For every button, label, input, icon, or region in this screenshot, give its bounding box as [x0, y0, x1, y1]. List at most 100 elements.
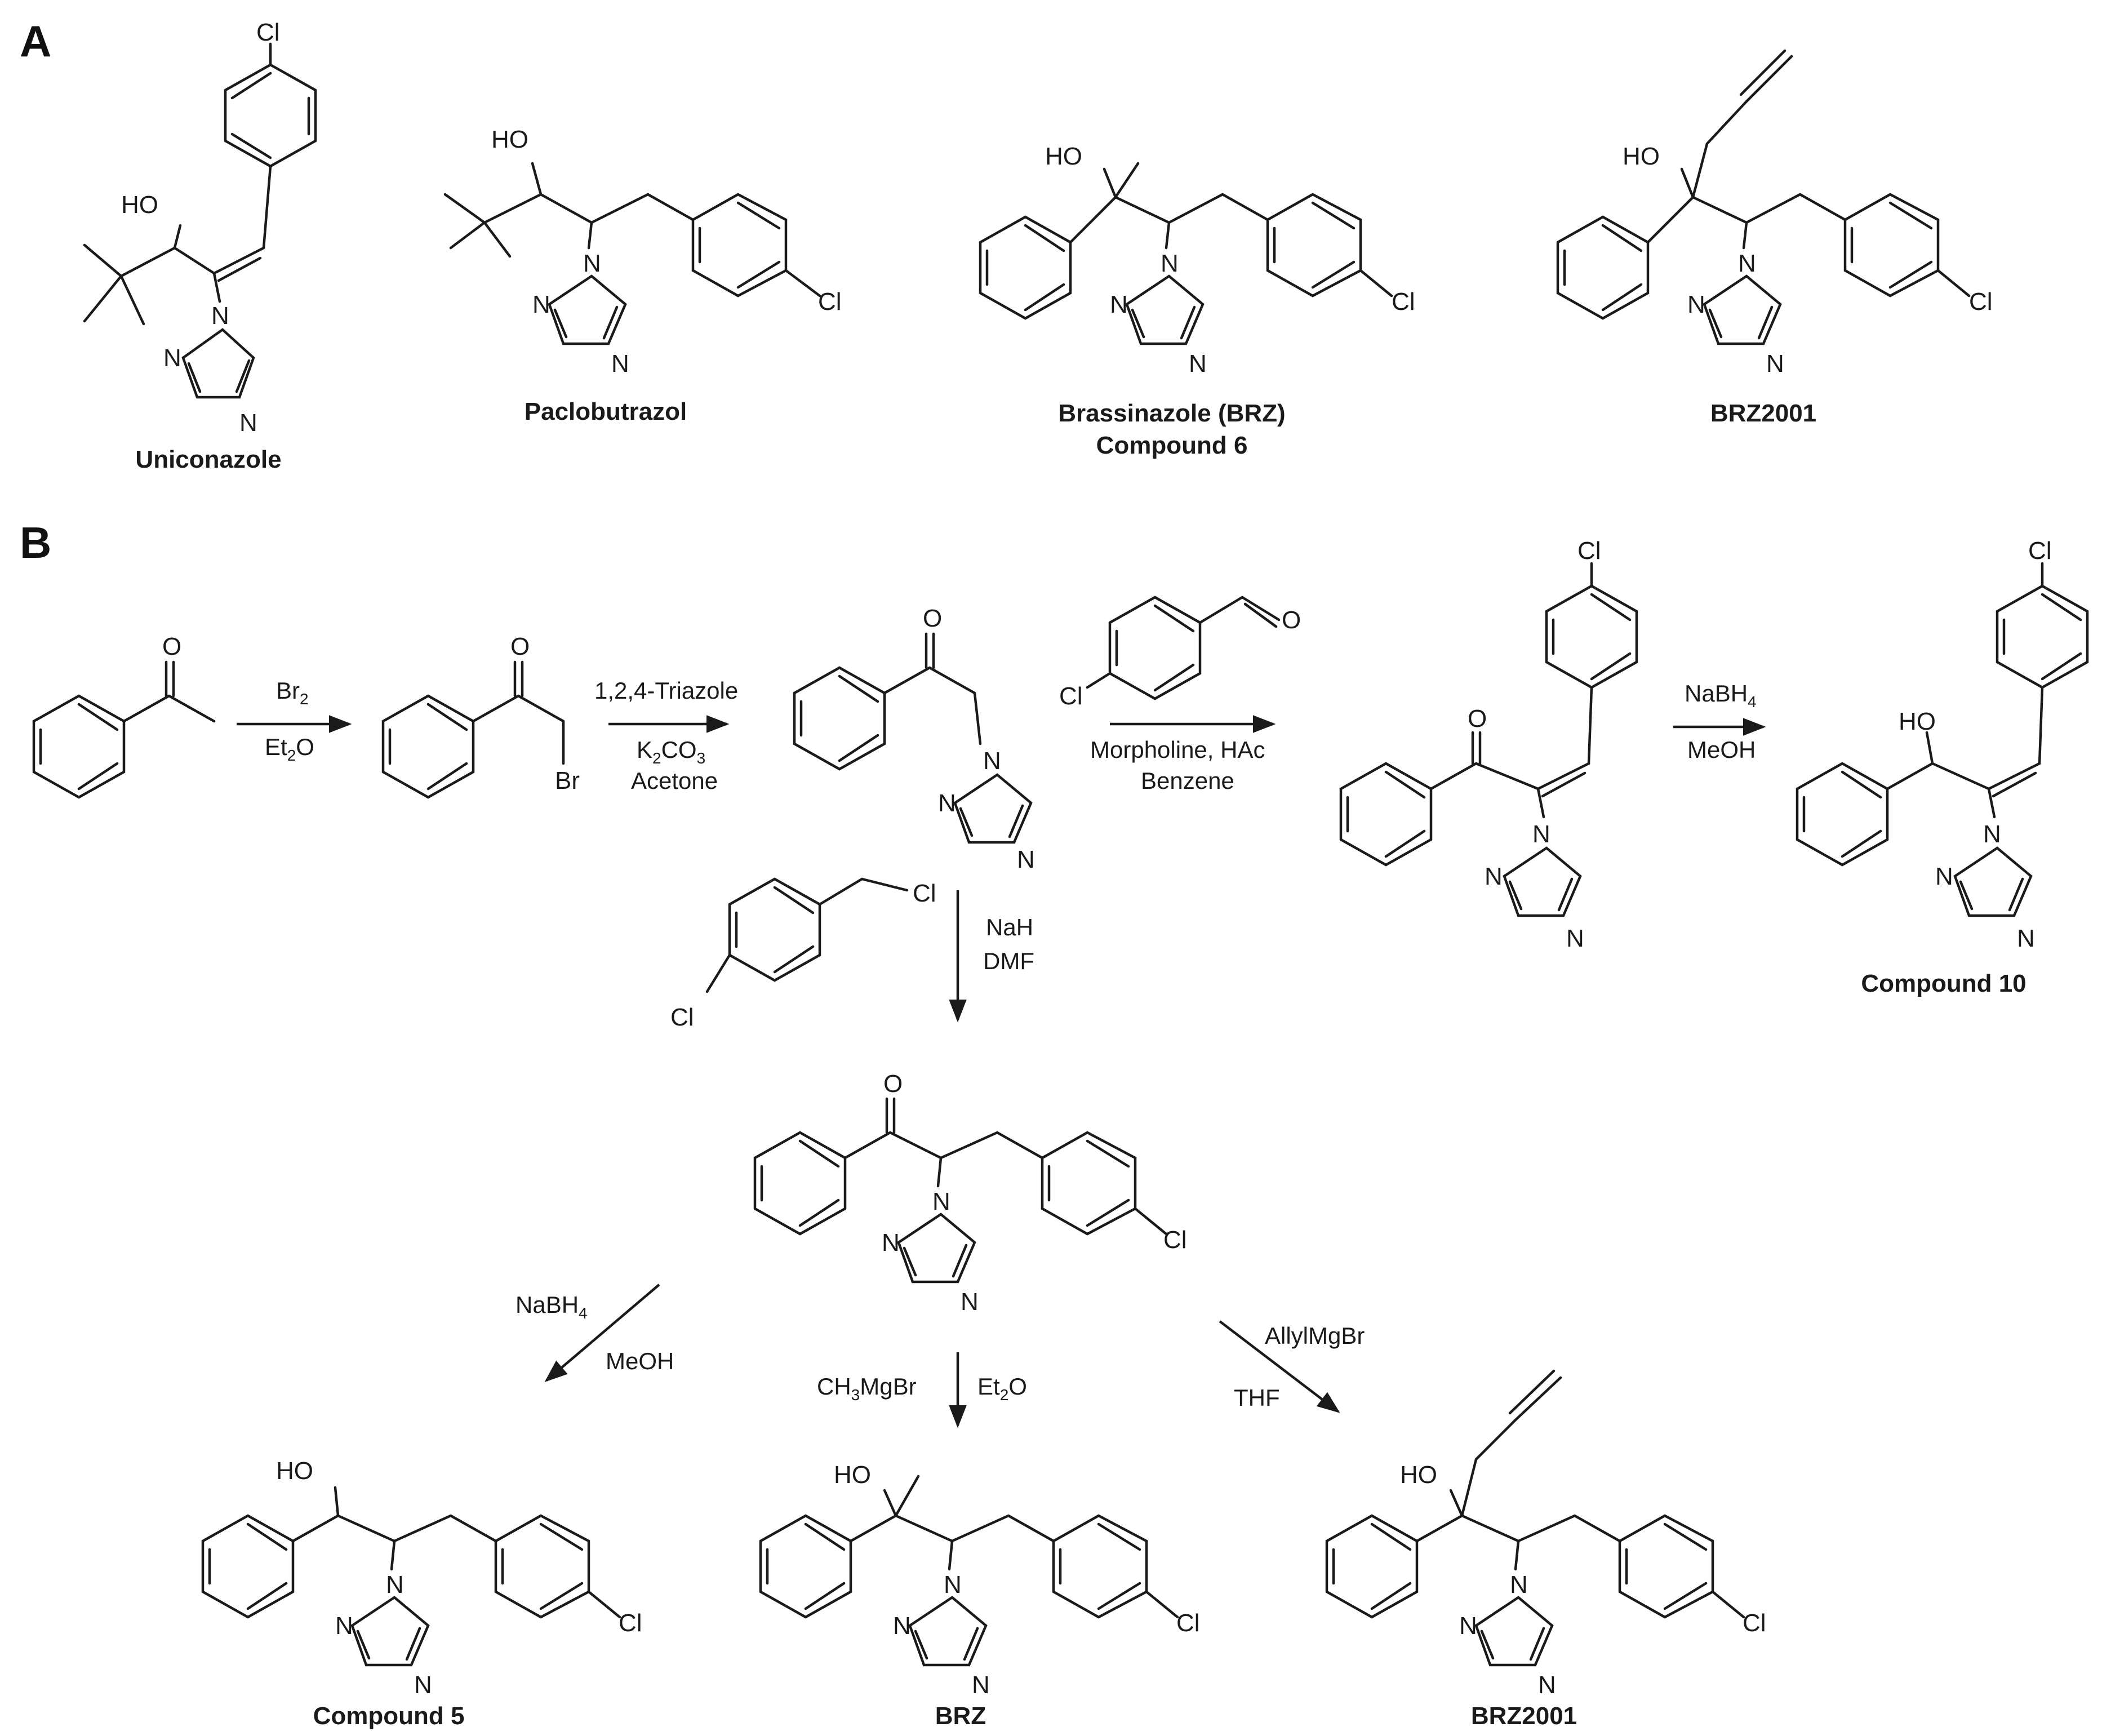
- brz-b-structure: [759, 1475, 1179, 1667]
- uniconazole-n1: N: [211, 302, 229, 330]
- panel-a-label: A: [20, 16, 51, 66]
- chlorobenzyl-cl-aryl: Cl: [670, 1004, 694, 1031]
- paclobutrazol-ho: HO: [491, 126, 528, 153]
- enone-n2: N: [1485, 863, 1503, 890]
- reagent-br2: Br2: [276, 677, 309, 708]
- brz2001-a-n1: N: [1738, 250, 1756, 277]
- enone-intermediate-structure: [1339, 562, 1638, 917]
- reagent-meoh-1: MeOH: [1687, 736, 1756, 763]
- reagent-benzene: Benzene: [1141, 767, 1234, 794]
- reagent-et2o-2: Et2O: [977, 1373, 1027, 1404]
- reagent-dmf: DMF: [983, 948, 1034, 974]
- brz-b-n2: N: [893, 1612, 911, 1640]
- compound10-ho: HO: [1899, 708, 1936, 735]
- compound10-cl: Cl: [2028, 537, 2052, 565]
- brz2001-a-cl: Cl: [1969, 288, 1993, 316]
- brz-b-name: BRZ: [935, 1702, 986, 1730]
- brz2001-b-n2: N: [1459, 1612, 1477, 1640]
- brassinazole-n1: N: [1161, 250, 1179, 277]
- brz-b-ho: HO: [834, 1461, 871, 1489]
- brassinazole-compound6: Compound 6: [1096, 432, 1248, 459]
- triazolyl-acetophenone-n1: N: [983, 747, 1001, 775]
- ketone-intermediate-cl: Cl: [1163, 1226, 1187, 1254]
- uniconazole-name: Uniconazole: [135, 446, 281, 473]
- ketone-intermediate-n2: N: [882, 1229, 900, 1257]
- compound10-n2: N: [1935, 863, 1953, 890]
- ketone-intermediate-n1: N: [932, 1188, 950, 1215]
- brz2001-a-structure: [1556, 49, 1971, 345]
- arrow-reduction-compound5: [544, 1284, 660, 1382]
- compound5-cl: Cl: [619, 1609, 642, 1637]
- brassinazole-n2: N: [1110, 291, 1128, 318]
- chlorobenzaldehyde-o: O: [1282, 606, 1301, 634]
- reagent-thf: THF: [1234, 1384, 1280, 1411]
- compound10-n1: N: [1983, 820, 2001, 848]
- paclobutrazol-n1: N: [583, 250, 601, 277]
- brassinazole-cl: Cl: [1392, 288, 1415, 316]
- chlorobenzaldehyde-structure: [1086, 596, 1281, 700]
- compound10-n4: N: [2017, 925, 2035, 952]
- reagent-nabh4-2: NaBH4: [515, 1291, 588, 1322]
- triazolyl-acetophenone-n2: N: [938, 789, 956, 817]
- panel-b-label: B: [20, 518, 51, 567]
- enone-cl: Cl: [1577, 537, 1601, 565]
- reagent-triazole: 1,2,4-Triazole: [594, 677, 738, 704]
- ketone-intermediate-o: O: [883, 1070, 903, 1098]
- brassinazole-structure: [979, 162, 1393, 345]
- brassinazole-n4: N: [1189, 350, 1207, 378]
- enone-n1: N: [1532, 820, 1550, 848]
- enone-n4: N: [1566, 925, 1584, 952]
- reagent-k2co3: K2CO3: [637, 736, 705, 767]
- brz2001-b-n1: N: [1510, 1571, 1528, 1599]
- paclobutrazol-cl: Cl: [818, 288, 842, 316]
- arrow-allyl-grignard: [1219, 1320, 1340, 1413]
- uniconazole-structure: [83, 42, 317, 399]
- compound5-n4: N: [414, 1671, 432, 1699]
- chlorobenzyl-cl-benzylic: Cl: [913, 880, 936, 907]
- brassinazole-name: Brassinazole (BRZ): [1058, 399, 1285, 427]
- reagent-ch3mgbr: CH3MgBr: [817, 1373, 917, 1404]
- brz2001-a-name: BRZ2001: [1710, 399, 1816, 427]
- reagent-acetone: Acetone: [631, 767, 718, 794]
- uniconazole-cl: Cl: [256, 19, 280, 46]
- enone-o: O: [1468, 705, 1487, 732]
- compound10-name: Compound 10: [1861, 970, 2026, 997]
- reagent-morpholine: Morpholine, HAc: [1090, 736, 1265, 763]
- triazolyl-acetophenone-n4: N: [1017, 846, 1035, 873]
- phenacyl-bromide-br: Br: [555, 767, 580, 794]
- brz-b-cl: Cl: [1176, 1609, 1200, 1637]
- triazolyl-acetophenone-structure: [793, 632, 1033, 844]
- brz2001-a-n4: N: [1766, 350, 1784, 378]
- reagent-nah: NaH: [986, 914, 1033, 940]
- brassinazole-ho: HO: [1045, 143, 1082, 170]
- chlorobenzyl-chloride-structure: [705, 877, 909, 993]
- compound5-ho: HO: [276, 1457, 313, 1485]
- chlorobenzaldehyde-cl: Cl: [1059, 682, 1083, 710]
- compound10-structure: [1796, 562, 2089, 917]
- acetophenone-o: O: [162, 633, 181, 660]
- paclobutrazol-n4: N: [611, 350, 629, 378]
- paclobutrazol-n2: N: [532, 291, 550, 318]
- brz2001-b-name: BRZ2001: [1471, 1702, 1577, 1730]
- reagent-meoh-2: MeOH: [606, 1348, 674, 1374]
- reagent-et2o-1: Et2O: [265, 734, 314, 764]
- uniconazole-n4: N: [239, 409, 257, 437]
- brz2001-a-n2: N: [1687, 291, 1705, 318]
- paclobutrazol-name: Paclobutrazol: [525, 398, 687, 425]
- brz2001-b-structure: [1325, 1369, 1745, 1667]
- brz-b-n1: N: [944, 1571, 962, 1599]
- ketone-intermediate-structure: [753, 1097, 1168, 1284]
- triazolyl-acetophenone-o: O: [923, 605, 942, 632]
- reagent-allylmgbr: AllylMgBr: [1265, 1322, 1365, 1349]
- brz2001-a-ho: HO: [1623, 143, 1660, 170]
- phenacyl-bromide-structure: [381, 660, 565, 799]
- brz2001-b-cl: Cl: [1743, 1609, 1766, 1637]
- compound5-name: Compound 5: [313, 1702, 465, 1730]
- brz2001-b-n4: N: [1538, 1671, 1556, 1699]
- brz2001-b-ho: HO: [1400, 1461, 1437, 1489]
- paclobutrazol-structure: [443, 162, 821, 345]
- compound5-n2: N: [335, 1612, 353, 1640]
- acetophenone-structure: [32, 660, 216, 799]
- compound5-structure: [201, 1486, 621, 1667]
